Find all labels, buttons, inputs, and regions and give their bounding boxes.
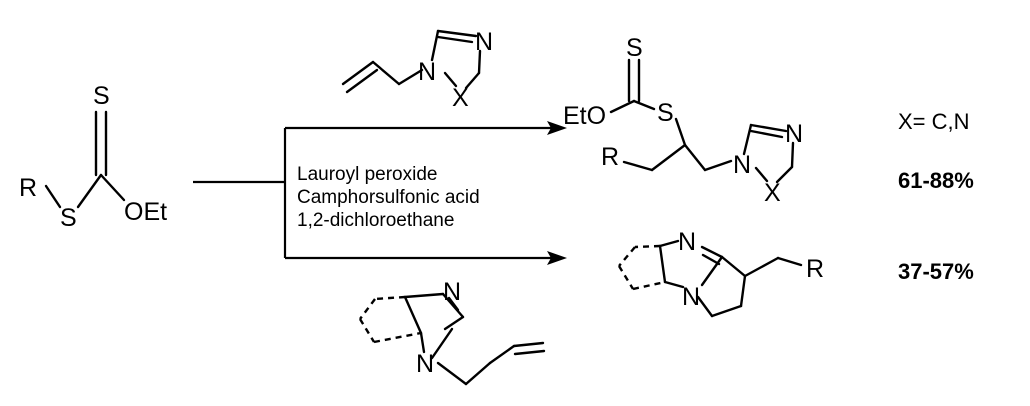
product-top-r-atom: R [601, 143, 619, 171]
product-top-n1-atom: N [733, 151, 751, 179]
reactant-r-atom: R [19, 174, 37, 202]
reactant-xanthate: R S S OEt [19, 82, 167, 232]
condition-line-3: 1,2-dichloroethane [297, 210, 454, 231]
reactant-thione-s-atom: S [93, 82, 110, 110]
product-top-xanthate-azole: S EtO S R N N X X= C,N 61-88% [563, 34, 974, 207]
reagent-butenyl-benzimidazole: N N [358, 278, 546, 386]
product-top-x-atom: X [764, 179, 781, 207]
reagent-bottom-n2-atom: N [443, 278, 461, 306]
product-bottom-pyrrolobenzimidazole: N N R 37-57% [617, 228, 974, 318]
condition-line-2: Camphorsulfonic acid [297, 187, 480, 208]
substituent-label: X= C,N [898, 109, 970, 134]
reactant-oet-group: OEt [124, 198, 167, 226]
reaction-conditions: Lauroyl peroxide Camphorsulfonic acid 1,… [297, 164, 480, 231]
product-top-thione-s-atom: S [626, 34, 643, 62]
reagent-allyl-azole: N N X [341, 28, 493, 112]
product-top-s-atom: S [657, 99, 674, 127]
product-bottom-yield: 37-57% [898, 259, 974, 284]
product-top-eto-group: EtO [563, 102, 606, 130]
product-bottom-n2-atom: N [682, 283, 700, 311]
product-bottom-r-atom: R [806, 255, 824, 283]
reaction-arrows [193, 121, 567, 265]
reagent-top-x-atom: X [452, 84, 469, 112]
product-top-yield: 61-88% [898, 168, 974, 193]
product-bottom-n1-atom: N [678, 228, 696, 256]
reagent-top-n2-atom: N [475, 28, 493, 56]
product-top-n2-atom: N [785, 120, 803, 148]
reactant-s-atom: S [60, 204, 77, 232]
reagent-bottom-n1-atom: N [416, 350, 434, 378]
reagent-top-n1-atom: N [418, 58, 436, 86]
condition-line-1: Lauroyl peroxide [297, 164, 437, 185]
